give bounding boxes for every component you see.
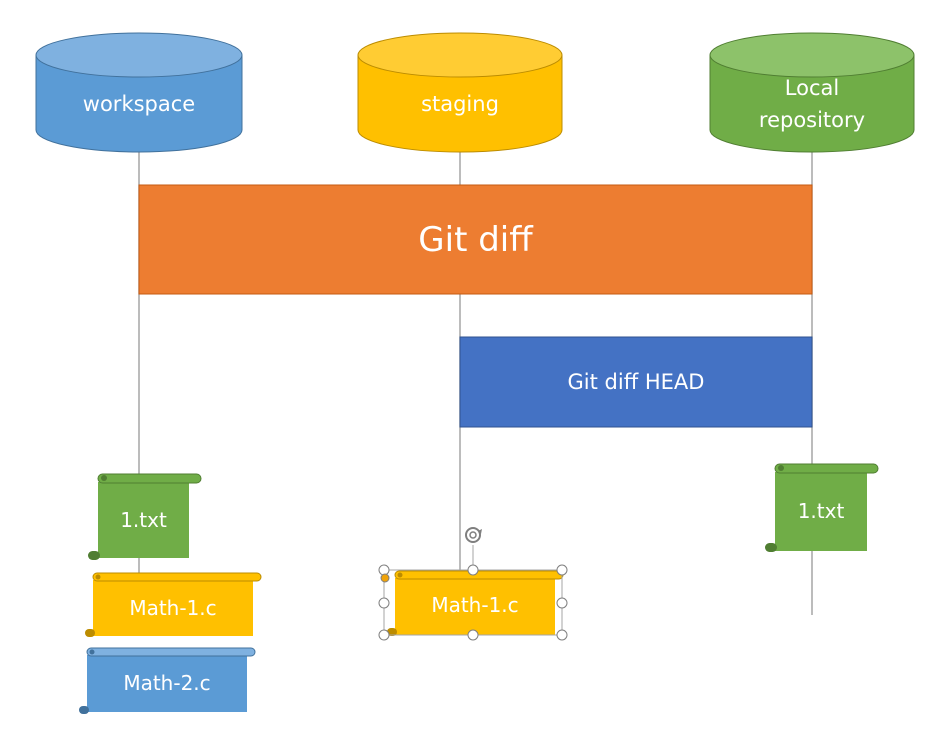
scroll-workspace-math2[interactable] [79,647,256,714]
workspace-cylinder[interactable] [35,32,243,153]
staging-cylinder[interactable] [357,32,563,153]
git-diff-head-bar[interactable] [459,336,813,428]
scroll-workspace-math1[interactable] [85,572,262,637]
scroll-repo-1txt[interactable] [765,463,879,552]
scroll-workspace-1txt[interactable] [88,473,202,560]
resize-handle-s [467,629,479,641]
resize-handle-nw [378,564,390,576]
resize-handle-se [556,629,568,641]
scroll-staging-math1[interactable] [387,570,564,636]
resize-handle-n [467,564,479,576]
adjust-handle [380,573,390,583]
resize-handle-e [556,597,568,609]
repo-cylinder[interactable] [709,32,915,153]
git-diff-bar[interactable] [138,184,813,295]
resize-handle-sw [378,629,390,641]
rotate-handle-icon[interactable] [465,527,482,543]
resize-handle-ne [556,564,568,576]
resize-handle-w [378,597,390,609]
resize-handles[interactable] [378,564,568,641]
